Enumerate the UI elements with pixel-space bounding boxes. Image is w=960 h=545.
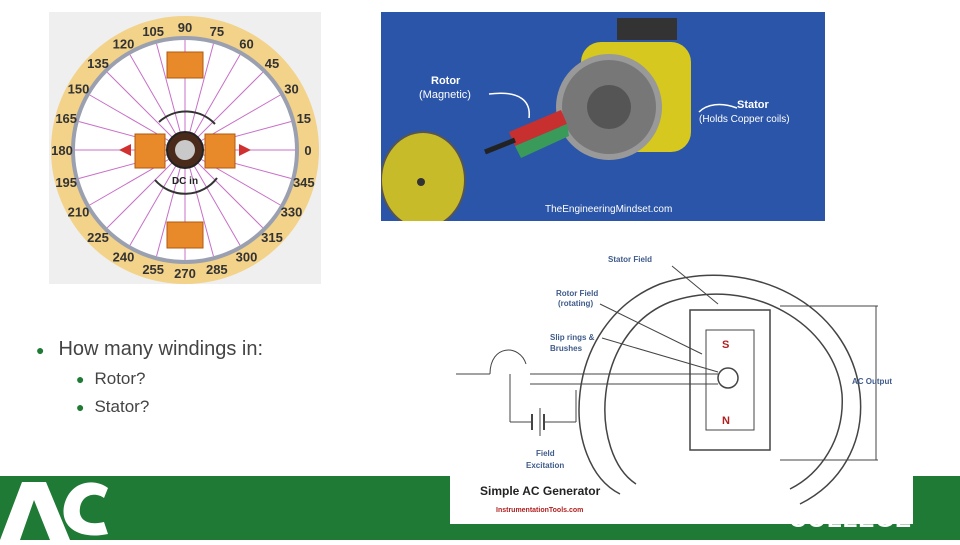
slip-rings-sub-label: Brushes xyxy=(550,344,583,353)
dial-angle-label: 195 xyxy=(55,175,77,190)
rotor-sub-label: (Magnetic) xyxy=(419,89,471,101)
dial-angle-label: 105 xyxy=(142,24,164,39)
dc-in-label: DC in xyxy=(172,176,198,187)
stator-sub-label: (Holds Copper coils) xyxy=(699,114,790,125)
rotor-label: Rotor xyxy=(431,75,461,87)
dial-angle-label: 150 xyxy=(68,82,90,97)
dial-angle-label: 210 xyxy=(68,205,90,220)
rotor-field-label: Rotor Field xyxy=(556,289,598,298)
bullet-icon: ● xyxy=(76,399,85,415)
college-logo: AC xyxy=(0,478,115,540)
dial-angle-label: 225 xyxy=(87,230,109,245)
dial-angle-label: 315 xyxy=(261,230,283,245)
field-label: Field xyxy=(536,449,555,458)
dial-angle-label: 60 xyxy=(239,36,253,51)
stator-field-label: Stator Field xyxy=(608,255,652,264)
dial-angle-label: 285 xyxy=(206,262,228,277)
bullet-sub-text: Rotor? xyxy=(94,369,146,388)
dial-angle-label: 270 xyxy=(174,266,196,281)
bullet-icon: ● xyxy=(76,371,85,387)
excitation-label: Excitation xyxy=(526,461,564,470)
dial-angle-label: 135 xyxy=(87,56,109,71)
dial-angle-label: 300 xyxy=(236,250,258,265)
dial-angle-label: 45 xyxy=(265,56,279,71)
bullet-icon: ● xyxy=(36,341,45,358)
bullet-main-text: How many windings in: xyxy=(58,338,263,360)
dial-angle-label: 90 xyxy=(178,20,192,35)
pole-s-label: S xyxy=(722,339,729,351)
generator-diagram: Stator Field Rotor Field (rotating) Slip… xyxy=(450,244,913,524)
dial-angle-label: 0 xyxy=(304,143,311,158)
bullet-sub-item: ● Rotor? xyxy=(76,369,263,389)
bullet-sub-item: ● Stator? xyxy=(76,397,263,417)
dial-angle-label: 345 xyxy=(293,175,315,190)
stator-label: Stator xyxy=(737,99,770,111)
dial-angle-label: 75 xyxy=(210,24,224,39)
slip-rings-label: Slip rings & xyxy=(550,333,595,342)
diagram-title: Simple AC Generator xyxy=(480,484,601,498)
dial-angle-label: 15 xyxy=(297,111,311,126)
dial-angle-label: 30 xyxy=(284,82,298,97)
dial-angle-label: 255 xyxy=(142,262,164,277)
pole-n-label: N xyxy=(722,415,730,427)
dial-angle-label: 165 xyxy=(55,111,77,126)
dial-angle-label: 240 xyxy=(113,250,135,265)
bullet-sub-text: Stator? xyxy=(94,397,150,416)
dial-angle-label: 330 xyxy=(281,205,303,220)
photo-credit: TheEngineeringMindset.com xyxy=(545,204,672,215)
bullet-list: ● How many windings in: ● Rotor? ● Stato… xyxy=(36,338,263,417)
dial-angle-label: 180 xyxy=(51,143,73,158)
diagram-credit: InstrumentationTools.com xyxy=(496,507,583,514)
bullet-main: ● How many windings in: xyxy=(36,338,263,361)
rotor-field-sub-label: (rotating) xyxy=(558,299,593,308)
ac-output-label: AC Output xyxy=(852,377,892,386)
rotor-stator-image: Rotor (Magnetic) Stator (Holds Copper co… xyxy=(380,12,825,229)
dial-angle-label: 120 xyxy=(113,36,135,51)
